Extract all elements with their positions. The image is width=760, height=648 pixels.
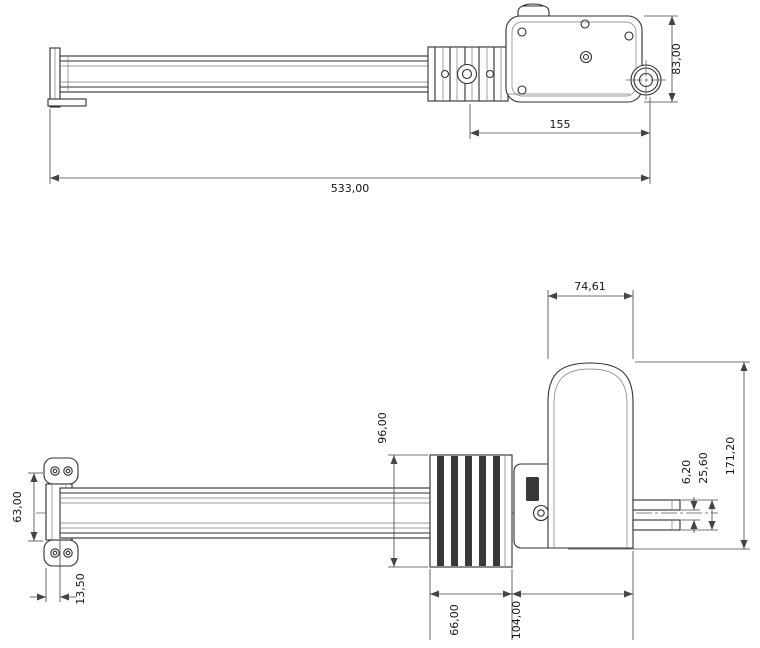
plan-view-dimensions: 74,61 171,20 96,00 6,20 25,60 — [11, 280, 750, 640]
side-view-dimensions: 83,00 155 533,00 — [49, 15, 683, 195]
fork-plan — [632, 499, 681, 531]
plan-view: 74,61 171,20 96,00 6,20 25,60 — [11, 280, 750, 640]
extrusion-rail-side — [59, 55, 431, 93]
dim-motor-width-label: 74,61 — [574, 280, 606, 293]
dim-drive-unit-width-label: 104,00 — [510, 601, 523, 640]
bracket-bottom-tab — [43, 539, 79, 567]
bracket-hole — [50, 466, 60, 476]
dim-overall-depth-label: 171,20 — [724, 437, 737, 476]
block-left-bolt — [440, 69, 450, 79]
bracket-hole — [63, 548, 73, 558]
dim-fin-block-width-label: 66,00 — [448, 604, 461, 636]
housing-screw-4 — [517, 85, 527, 95]
dim-fork-slot-label: 6,20 — [680, 460, 693, 485]
side-view: 83,00 155 533,00 — [47, 3, 683, 195]
housing-screw-1 — [517, 27, 527, 37]
motor-nameplate — [526, 477, 539, 501]
dim-block-depth-label: 96,00 — [376, 412, 389, 444]
fin-block-side — [427, 46, 509, 102]
dim-bracket-depth-label: 63,00 — [11, 491, 24, 523]
dim-block-to-eye-label: 155 — [550, 118, 571, 131]
housing-center-boss — [579, 50, 593, 64]
dim-overall-length-label: 533,00 — [331, 182, 370, 195]
dim-housing-height-label: 83,00 — [670, 43, 683, 75]
housing-screw-3 — [624, 31, 634, 41]
motor-plan — [547, 362, 634, 549]
bracket-hole — [63, 466, 73, 476]
block-right-bolt — [485, 69, 495, 79]
block-center-boss — [456, 63, 478, 85]
housing-screw-2 — [580, 19, 590, 29]
bracket-top-tab — [43, 457, 79, 485]
fin-block-plan — [429, 454, 513, 568]
dim-fork-width-label: 25,60 — [697, 452, 710, 484]
dim-bracket-offset-label: 13,50 — [74, 573, 87, 605]
fork-top-prong — [632, 499, 681, 511]
extrusion-rail-plan — [59, 487, 431, 539]
bracket-hole — [50, 548, 60, 558]
fork-bottom-prong — [632, 519, 681, 531]
gearbox-boss — [532, 504, 550, 522]
gear-housing-side — [505, 3, 666, 103]
